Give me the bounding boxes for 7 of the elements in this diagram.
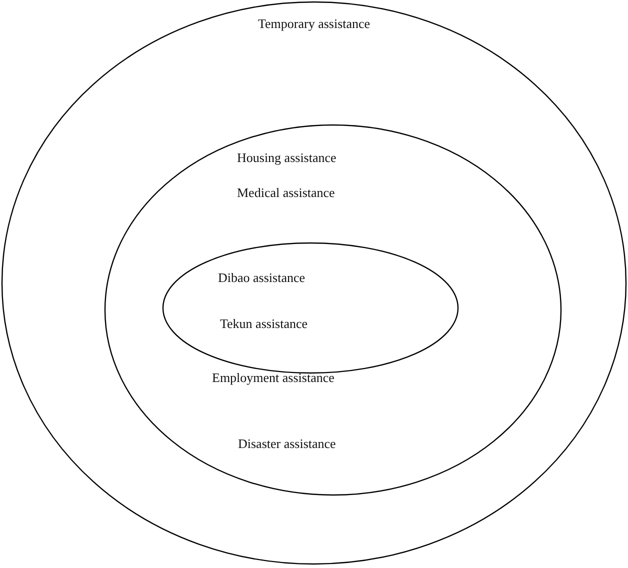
assistance-label: Dibao assistance [218, 270, 306, 286]
assistance-label: Disaster assistance [238, 436, 336, 452]
assistance-label: Housing assistance [237, 150, 336, 166]
assistance-label: Employment assistance [212, 370, 334, 386]
assistance-label: Medical assistance [237, 185, 335, 201]
assistance-label: Tekun assistance [220, 316, 308, 332]
assistance-label: Temporary assistance [258, 16, 370, 32]
